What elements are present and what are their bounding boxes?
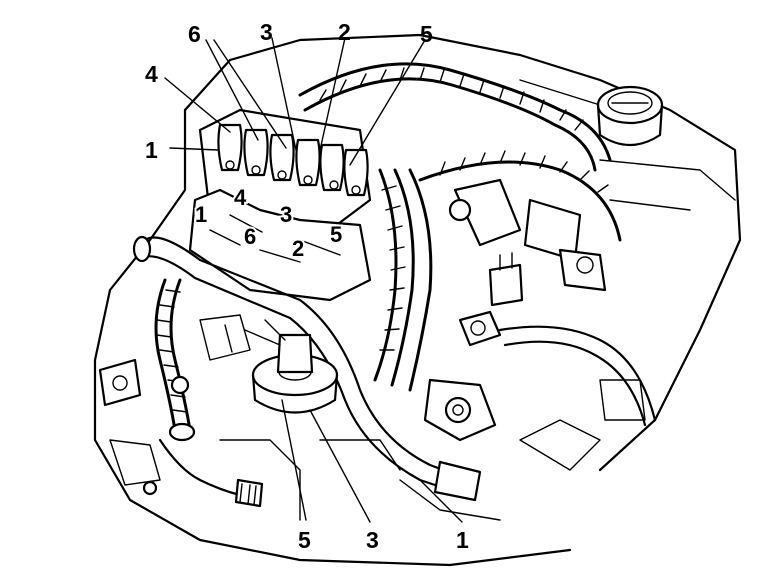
coil-pack (188, 108, 372, 302)
coil-label-2: 2 (292, 236, 304, 261)
callout-left-4: 4 (145, 61, 158, 87)
coil-label-1: 1 (195, 202, 207, 227)
callout-top-6: 6 (188, 21, 201, 47)
oxygen-sensor (158, 438, 264, 508)
right-components (423, 178, 657, 471)
callout-top-2: 2 (338, 19, 351, 45)
coil-label-5: 5 (330, 222, 342, 247)
reservoir-cap (596, 85, 664, 146)
egr-tube (132, 235, 482, 502)
harness-bundle (373, 168, 433, 392)
left-hose (154, 278, 196, 442)
callout-bottom-1: 1 (456, 527, 469, 553)
egr-valve (244, 319, 339, 414)
coil-label-6: 6 (244, 224, 256, 249)
callout-top-3: 3 (260, 19, 273, 45)
callout-labels: 6 3 2 5 4 1 4 1 3 5 6 2 5 3 1 (145, 19, 469, 553)
callout-bottom-3: 3 (366, 527, 379, 553)
callout-bottom-5: 5 (298, 527, 311, 553)
coil-label-3: 3 (280, 202, 292, 227)
leader-lines (164, 37, 463, 523)
coil-label-4: 4 (234, 185, 247, 210)
wiring-loom (298, 62, 622, 242)
callout-top-5: 5 (420, 21, 433, 47)
callout-left-1: 1 (145, 137, 158, 163)
manifold-details (98, 314, 501, 521)
